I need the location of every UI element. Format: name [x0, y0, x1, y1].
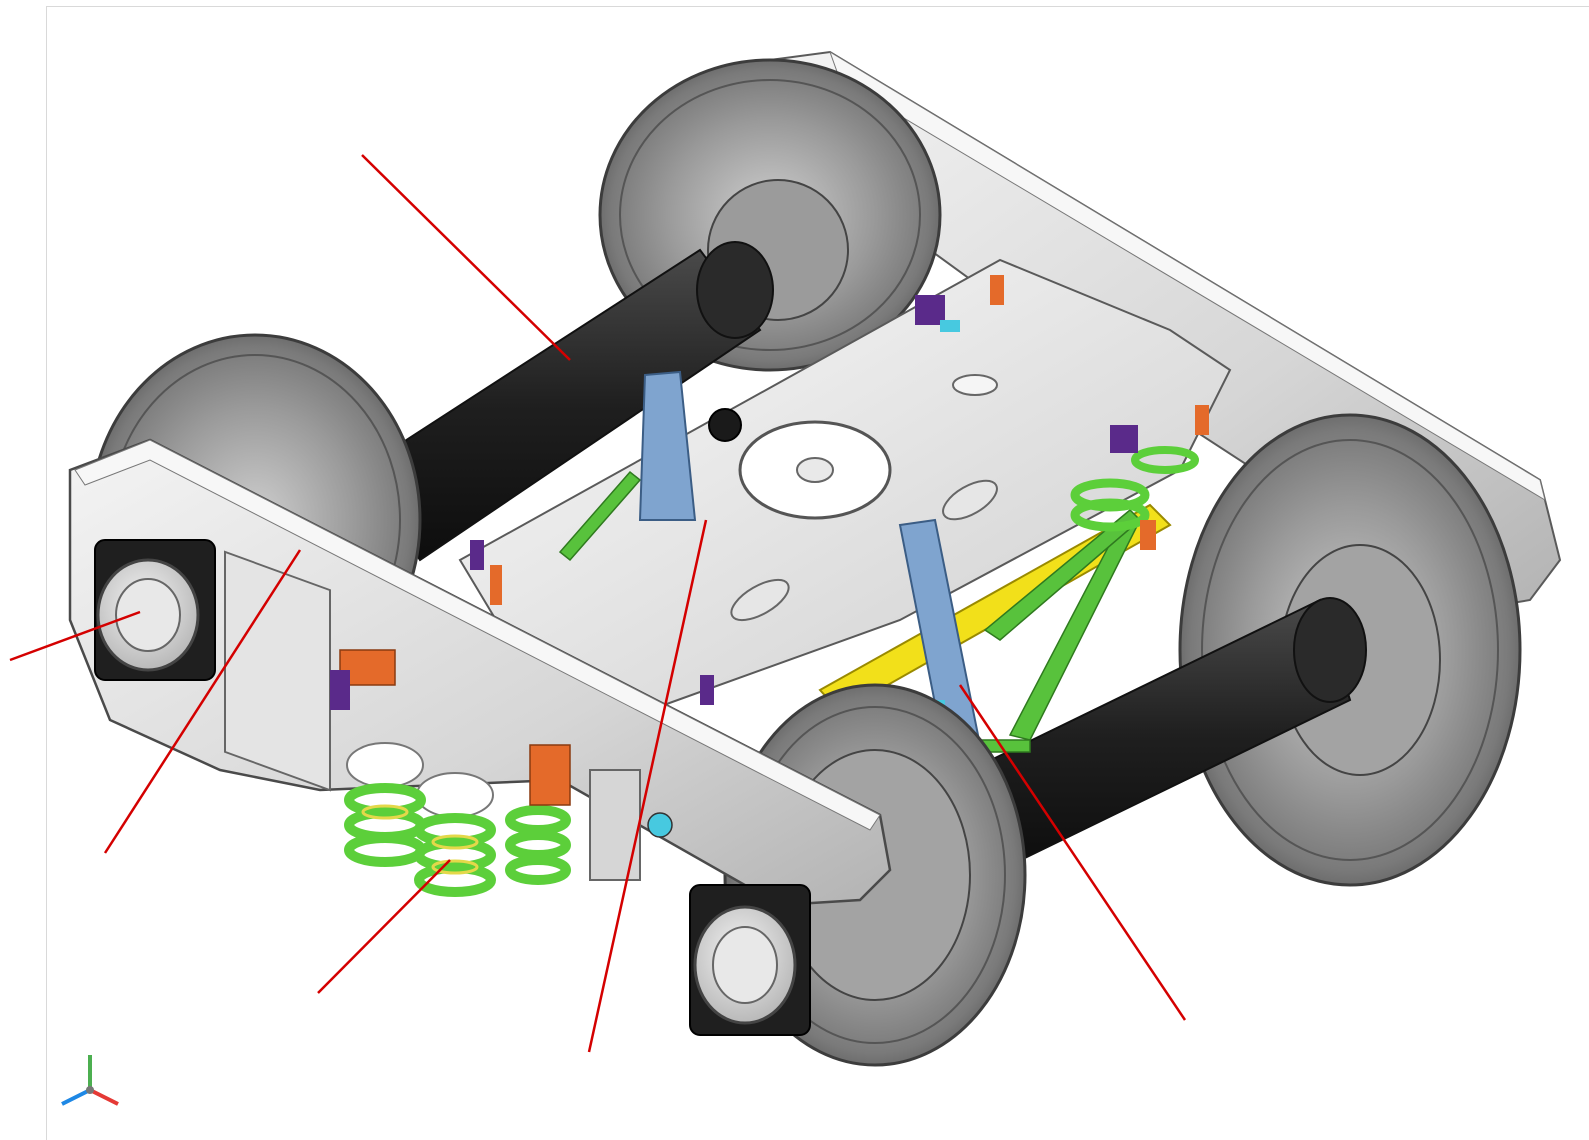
frame-border-top — [46, 6, 1589, 7]
side-frame-left — [68, 438, 892, 907]
spring-set-right — [1070, 446, 1199, 532]
frame-border-left — [46, 6, 47, 1140]
leader-line-side-frame — [103, 549, 302, 854]
axle-front — [948, 597, 1367, 872]
leader-line-axle-box — [9, 610, 141, 662]
leader-line-spring — [317, 859, 451, 994]
axle-box-front-left — [94, 539, 216, 681]
axle-box-near-right — [689, 884, 811, 1036]
axis-triad-icon — [61, 1055, 119, 1106]
leader-line-brake-beam — [958, 684, 1187, 1021]
bolster — [458, 258, 1232, 712]
brake-lever-rear — [638, 370, 742, 521]
leader-line-bolster — [587, 519, 708, 1053]
leader-line-axle — [361, 154, 571, 361]
spring-set-left — [330, 649, 571, 897]
leader-lines — [9, 154, 1187, 1053]
